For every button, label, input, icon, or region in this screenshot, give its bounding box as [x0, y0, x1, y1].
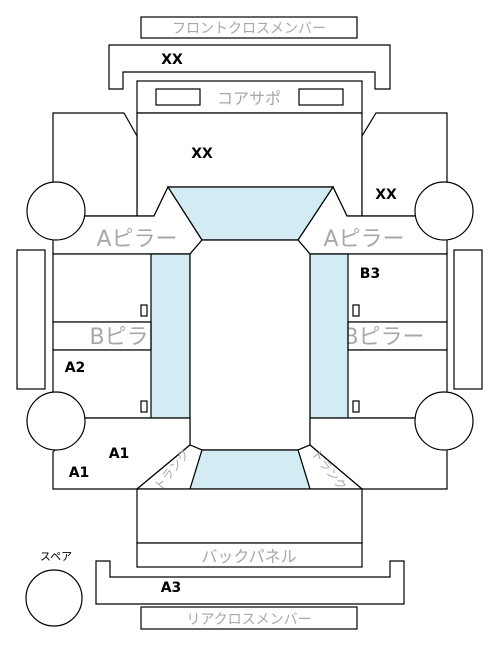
trunk[interactable]	[136, 488, 363, 544]
front-cross-member[interactable]	[108, 44, 391, 90]
tire-front-left[interactable]	[26, 181, 86, 241]
a-pillar-right-label: Aピラー	[323, 227, 404, 252]
tire-rear-right[interactable]	[414, 391, 474, 451]
left-side-mark: A2	[65, 360, 86, 376]
side-window-right[interactable]	[309, 253, 349, 419]
left-rear-lower-mark: A1	[69, 465, 90, 481]
door-handle-front-right	[352, 304, 360, 317]
right-front-mark: XX	[375, 187, 397, 203]
rear-cross-member-label: リアクロスメンバー	[186, 612, 311, 628]
back-panel[interactable]	[136, 542, 363, 568]
back-panel-label: バックパネル	[201, 547, 296, 566]
rear-window[interactable]	[189, 449, 311, 490]
headlight-left	[155, 88, 201, 106]
b-pillar-right-label: Bピラー	[343, 325, 424, 350]
rear-cross-member[interactable]	[95, 560, 405, 605]
front-cross-member-label-box	[140, 16, 358, 39]
left-rear-upper-mark: A1	[109, 446, 130, 462]
rear-cross-member-label-box	[140, 606, 358, 630]
front-cross-member-mark: XX	[161, 52, 183, 68]
side-panel-left[interactable]	[16, 249, 46, 390]
tire-spare[interactable]	[25, 569, 83, 627]
rear-cross-member-mark: A3	[161, 580, 182, 596]
tire-front-right[interactable]	[414, 181, 474, 241]
front-cross-member-label: フロントクロスメンバー	[172, 21, 326, 37]
core-support-mark: XX	[191, 146, 213, 162]
core-support-label: コアサポ	[217, 89, 281, 108]
spare-label: スペア	[40, 550, 72, 563]
side-window-left[interactable]	[150, 253, 191, 419]
door-handle-rear-right	[352, 400, 360, 413]
tire-rear-left[interactable]	[26, 391, 86, 451]
side-panel-right[interactable]	[453, 249, 483, 390]
right-pillar-mark: B3	[360, 266, 380, 282]
door-handle-front-left	[140, 304, 148, 317]
door-handle-rear-left	[140, 400, 148, 413]
headlight-right	[298, 88, 344, 106]
roof[interactable]	[189, 239, 311, 451]
a-pillar-left-label: Aピラー	[96, 227, 177, 252]
